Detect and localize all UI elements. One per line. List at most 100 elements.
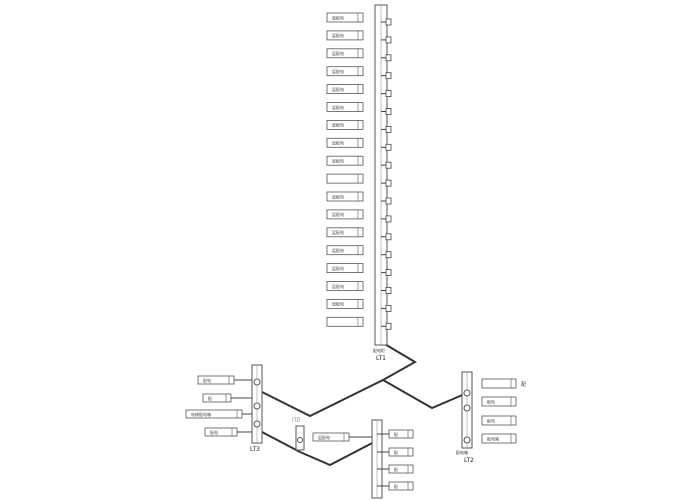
feeder-lines bbox=[261, 342, 468, 467]
lower-box-5-label: 配 bbox=[394, 484, 398, 489]
lt3-box-1-label: 配电 bbox=[203, 377, 211, 383]
lt1-box-3: 层配电 bbox=[326, 48, 364, 59]
riser-aux: 门卫 bbox=[292, 416, 305, 451]
feeder-lt1-to-lt3 bbox=[261, 379, 384, 418]
lt1-box-16: 层配电 bbox=[326, 281, 364, 291]
lt1-tap-8 bbox=[381, 143, 392, 151]
lower-box-3: 配 bbox=[388, 447, 414, 457]
lt1-tap-10 bbox=[381, 179, 392, 187]
lt1-tap-6 bbox=[381, 108, 392, 115]
lt1-box-2-label: 层配电 bbox=[332, 32, 344, 38]
lt1-taps bbox=[381, 18, 392, 330]
lower-box-3-label: 配 bbox=[394, 450, 398, 455]
lt3-box-3: 电梯配电箱 bbox=[185, 409, 243, 419]
lt1-box-1-label: 层配电 bbox=[332, 14, 344, 20]
lt1-box-6-label: 层配电 bbox=[332, 104, 344, 110]
lt1-box-6: 层配电 bbox=[326, 102, 364, 112]
lt1-box-5-label: 层配电 bbox=[332, 86, 344, 92]
lower-box-4-label: 配 bbox=[394, 467, 398, 472]
lt1-tap-9 bbox=[381, 161, 392, 169]
riser-lt3: LT3 bbox=[250, 364, 263, 453]
lt2-box-4: 配电箱 bbox=[481, 433, 517, 444]
lt1-tap-1 bbox=[381, 18, 392, 26]
lt1-label: LT1 bbox=[376, 355, 386, 362]
lt2-box-2-label: 配电 bbox=[487, 398, 495, 404]
lt3-box-3-label: 电梯配电箱 bbox=[191, 411, 211, 417]
lt1-box-15-label: 层配电 bbox=[332, 265, 344, 271]
lower-box-4: 配 bbox=[388, 464, 414, 474]
lt1-box-5: 层配电 bbox=[326, 84, 364, 94]
lt1-box-4: 层配电 bbox=[326, 66, 364, 77]
lt1-box-7-label: 层配电 bbox=[332, 122, 344, 128]
lower-box-1-label: 层配电 bbox=[318, 434, 330, 440]
lt1-tap-16 bbox=[381, 287, 392, 294]
lt1-tag: 配电柜 bbox=[373, 347, 385, 353]
lt3-label: LT3 bbox=[250, 446, 260, 453]
lt3-box-2: 配 bbox=[202, 393, 232, 403]
lt1-box-4-label: 层配电 bbox=[332, 68, 344, 74]
lt3-box-1: 配电 bbox=[197, 375, 235, 385]
riser-lt2: 配电箱 LT2 bbox=[456, 371, 474, 464]
lt1-box-1: 层配电 bbox=[326, 12, 364, 23]
feeder-lower bbox=[299, 439, 379, 467]
lt1-box-9: 层配电 bbox=[326, 155, 364, 166]
riser-lt1: 配电柜 LT1 bbox=[373, 4, 392, 362]
lt1-box-17: 层配电 bbox=[326, 298, 364, 309]
lt2-box-3-label: 配电 bbox=[487, 417, 495, 423]
lt1-box-17-label: 层配电 bbox=[332, 301, 344, 307]
lt2-right-mark: 配 bbox=[521, 382, 526, 388]
lt1-tap-11 bbox=[381, 197, 392, 205]
lower-box-2: 配 bbox=[388, 429, 414, 439]
lt1-box-11-label: 层配电 bbox=[332, 193, 344, 199]
lt1-tap-4 bbox=[381, 72, 392, 80]
lt1-box-7: 层配电 bbox=[326, 120, 364, 130]
lt1-box-13-label: 层配电 bbox=[332, 229, 344, 235]
lt1-box-16-label: 层配电 bbox=[332, 283, 344, 289]
lt1-box-8: 层配电 bbox=[326, 137, 364, 148]
lt1-box-8-label: 层配电 bbox=[332, 140, 344, 146]
lower-box-2-label: 配 bbox=[394, 432, 398, 437]
lt1-tap-7 bbox=[381, 126, 392, 133]
lt3-box-4-label: 配电 bbox=[210, 429, 218, 435]
lt1-box-12-label: 层配电 bbox=[332, 211, 344, 217]
lt1-tap-17 bbox=[381, 304, 392, 312]
lt1-box-list: 层配电层配电层配电层配电层配电层配电层配电层配电层配电层配电层配电层配电层配电层… bbox=[326, 12, 364, 327]
lt2-box-3: 配电 bbox=[481, 415, 517, 426]
lt1-box-3-label: 层配电 bbox=[332, 50, 344, 56]
lt1-tap-2 bbox=[381, 36, 392, 44]
lt1-box-14-label: 层配电 bbox=[332, 247, 344, 253]
lower-box-5: 配 bbox=[388, 481, 414, 491]
lt1-box-10 bbox=[326, 173, 364, 184]
lt1-box-12: 层配电 bbox=[326, 209, 364, 220]
lt1-box-18 bbox=[326, 316, 364, 327]
lt1-tap-12 bbox=[381, 215, 392, 223]
lt1-tap-5 bbox=[381, 90, 392, 97]
lt1-tap-15 bbox=[381, 269, 392, 277]
riser-lower bbox=[371, 419, 383, 499]
lt1-tap-18 bbox=[381, 322, 392, 330]
lt1-tap-14 bbox=[381, 251, 392, 259]
lt3-box-2-label: 配 bbox=[208, 396, 212, 401]
lower-box-1: 层配电 bbox=[312, 432, 350, 442]
lt1-tap-13 bbox=[381, 233, 392, 241]
feeder-lt1-to-lt2 bbox=[380, 342, 468, 410]
lt1-box-14: 层配电 bbox=[326, 245, 364, 256]
lt1-box-2: 层配电 bbox=[326, 30, 364, 41]
lt2-tag: 配电箱 bbox=[456, 449, 468, 455]
aux-tag: 门卫 bbox=[292, 416, 300, 422]
lt2-label: LT2 bbox=[464, 457, 474, 464]
lt1-box-15: 层配电 bbox=[326, 263, 364, 274]
lt1-box-11: 层配电 bbox=[326, 191, 364, 202]
lt2-box-1 bbox=[481, 378, 517, 389]
lt2-box-4-label: 配电箱 bbox=[487, 435, 499, 441]
lt1-box-9-label: 层配电 bbox=[332, 158, 344, 164]
lt1-box-13: 层配电 bbox=[326, 227, 364, 238]
lt3-box-4: 配电 bbox=[204, 427, 238, 437]
lt2-box-2: 配电 bbox=[481, 396, 517, 407]
lt1-tap-3 bbox=[381, 54, 392, 62]
feeder-lt3-to-lower bbox=[261, 431, 301, 453]
